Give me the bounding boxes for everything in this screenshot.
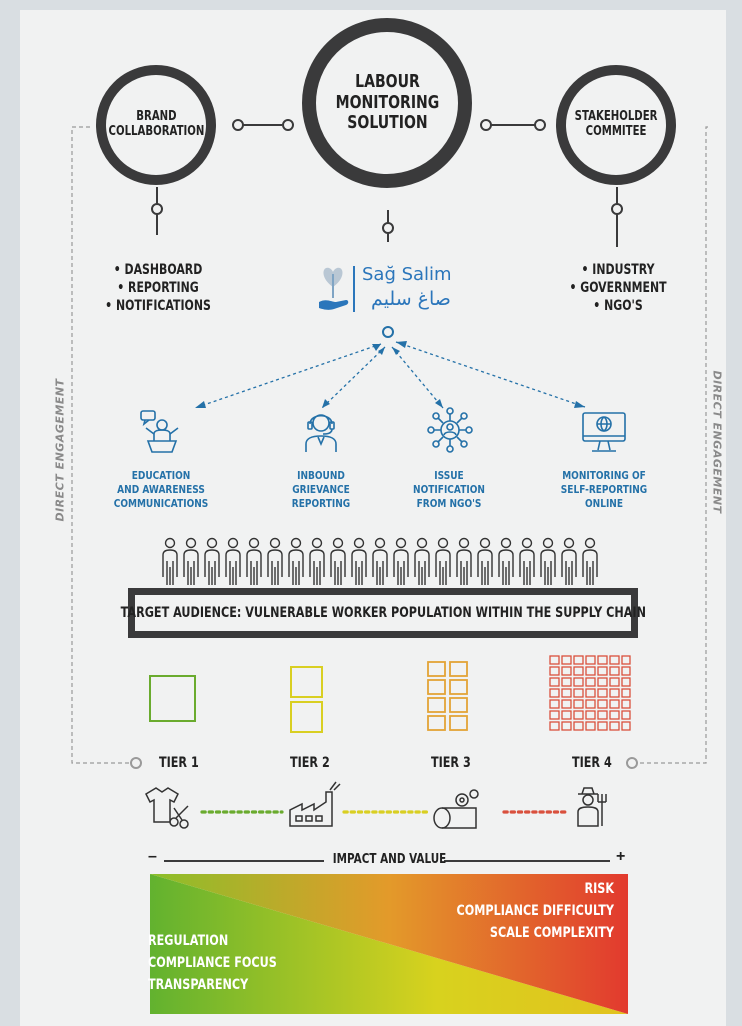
gradient-left-text: REGULATION COMPLIANCE FOCUS TRANSPARENCY [148, 930, 277, 996]
gradient-right-line: SCALE COMPLEXITY [489, 925, 614, 941]
connector-lines [71, 124, 708, 764]
impact-gradient-panel [150, 874, 628, 1014]
axis-line-right [444, 860, 610, 862]
axis-line-left [164, 860, 324, 862]
fabric-roll-gear-icon [433, 789, 479, 829]
brand-list: • DASHBOARD • REPORTING • NOTIFICATIONS [103, 261, 212, 315]
channel-label-text: ISSUE NOTIFICATION FROM NGO'S [413, 469, 485, 510]
channel-label-text: MONITORING OF SELF-REPORTING ONLINE [560, 469, 648, 510]
target-audience-text: TARGET AUDIENCE: VULNERABLE WORKER POPUL… [120, 605, 646, 621]
gradient-right-text: RISK COMPLIANCE DIFFICULTY SCALE COMPLEX… [454, 878, 615, 944]
farmer-icon [577, 787, 607, 827]
speaker-podium-icon [140, 410, 179, 453]
supply-chain-icons [145, 781, 607, 829]
monitor-globe-icon [582, 412, 626, 452]
gradient-right-line: RISK [584, 881, 614, 897]
tier-label: TIER 1 [158, 755, 199, 771]
direct-engagement-right-label: DIRECT ENGAGEMENT [710, 370, 724, 514]
factory-icon [289, 781, 341, 827]
stakeholder-list: • INDUSTRY • GOVERNMENT • NGO'S [563, 261, 672, 315]
channel-label-text: INBOUND GRIEVANCE REPORTING [291, 469, 351, 510]
target-audience-box: TARGET AUDIENCE: VULNERABLE WORKER POPUL… [120, 588, 646, 638]
stakeholder-committee-circle: STAKEHOLDER COMMITEE [556, 65, 676, 185]
node-dot [480, 119, 492, 131]
gradient-left-line: TRANSPARENCY [148, 977, 249, 993]
stakeholder-list-item: • GOVERNMENT [569, 280, 667, 296]
stakeholder-list-item: • NGO'S [593, 298, 643, 314]
minus-sign: – [148, 848, 157, 865]
node-dot [611, 203, 623, 215]
tier-label: TIER 4 [571, 755, 612, 771]
channel-label-education: EDUCATION AND AWARENESS COMMUNICATIONS [108, 469, 215, 511]
tier-label: TIER 3 [430, 755, 471, 771]
stakeholder-committee-label: STAKEHOLDER COMMITEE [574, 109, 658, 139]
direct-engagement-left-label: DIRECT ENGAGEMENT [53, 378, 67, 522]
tier-1-grid [149, 675, 196, 722]
gradient-left-line: REGULATION [148, 933, 229, 949]
logo-latin-text: Sağ Salim [362, 264, 452, 285]
channel-label-text: EDUCATION AND AWARENESS COMMUNICATIONS [113, 469, 209, 510]
sag-salim-logo: Sağ Salim صاغ سليم [316, 262, 486, 318]
garment-scissors-icon [145, 787, 189, 829]
logo-arabic-text: صاغ سليم [371, 288, 451, 310]
infographic: BRAND COLLABORATION LABOUR MONITORING SO… [20, 10, 726, 1026]
logo-divider [353, 266, 355, 312]
tier-label: TIER 2 [289, 755, 330, 771]
network-person-icon [427, 407, 473, 453]
node-dot [232, 119, 244, 131]
brand-list-item: • REPORTING [117, 280, 199, 296]
gradient-left-line: COMPLIANCE FOCUS [148, 955, 277, 971]
brand-collaboration-circle: BRAND COLLABORATION [96, 65, 216, 185]
worker-crowd-icon [162, 537, 598, 586]
gradient-upper-triangle [150, 874, 628, 1014]
impact-value-axis: – + IMPACT AND VALUE [148, 848, 628, 870]
plus-sign: + [616, 848, 626, 865]
labour-monitoring-circle: LABOUR MONITORING SOLUTION [302, 18, 472, 188]
tier-2-grid [290, 666, 323, 733]
node-dot [130, 757, 142, 769]
labour-monitoring-label: LABOUR MONITORING SOLUTION [335, 70, 439, 134]
brand-list-item: • NOTIFICATIONS [105, 298, 211, 314]
channel-label-ngo: ISSUE NOTIFICATION FROM NGO'S [396, 469, 503, 511]
node-dot [534, 119, 546, 131]
tier-3-grid [427, 661, 468, 731]
gradient-right-line: COMPLIANCE DIFFICULTY [456, 903, 615, 919]
hand-heart-icon [319, 267, 349, 310]
brand-collaboration-label: BRAND COLLABORATION [108, 109, 204, 139]
node-dot [382, 222, 394, 234]
headset-agent-icon [305, 414, 337, 452]
hub-node [382, 326, 394, 338]
brand-list-item: • DASHBOARD [113, 262, 203, 278]
channel-label-monitoring: MONITORING OF SELF-REPORTING ONLINE [551, 469, 658, 511]
channel-label-grievance: INBOUND GRIEVANCE REPORTING [268, 469, 375, 511]
node-dot [626, 757, 638, 769]
stakeholder-list-item: • INDUSTRY [581, 262, 655, 278]
node-dot [151, 203, 163, 215]
node-dot [282, 119, 294, 131]
tier-4-grid [549, 655, 631, 731]
impact-value-label: IMPACT AND VALUE [332, 852, 447, 867]
